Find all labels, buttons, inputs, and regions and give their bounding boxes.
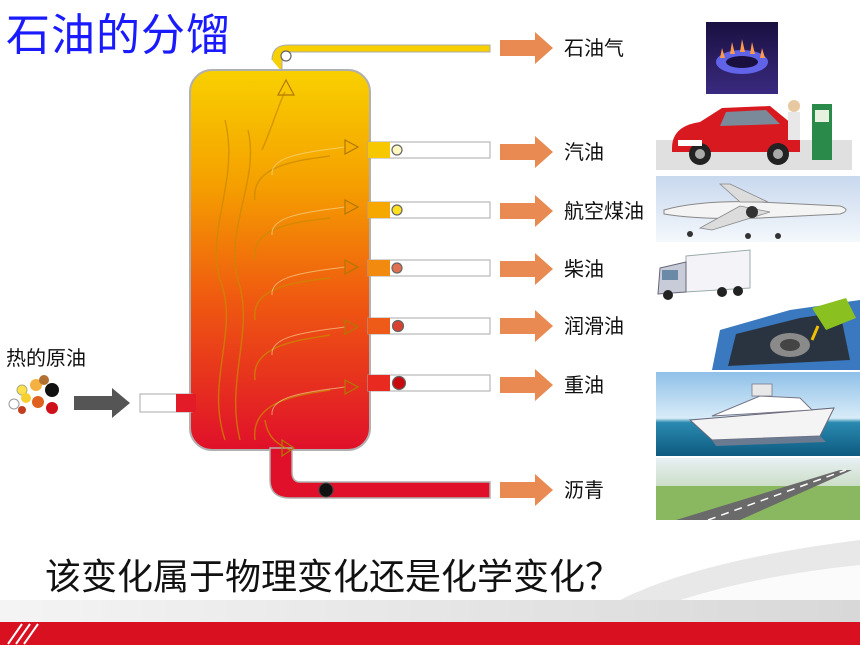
- output-label-runhua: 润滑油: [564, 314, 624, 338]
- arrow-zhongyou: [500, 369, 553, 401]
- output-label-chaiyou: 柴油: [564, 257, 604, 281]
- arrow-qiyou: [500, 136, 553, 168]
- footer-decoration: [0, 540, 860, 645]
- car-refueling-photo: [656, 100, 852, 170]
- road-photo: [656, 458, 860, 521]
- airplane-photo: [656, 176, 860, 242]
- gas-flame-photo: [706, 22, 778, 94]
- input-label: 热的原油: [6, 346, 86, 370]
- feed-arrow: [74, 388, 130, 418]
- arrow-shiyouqi: [500, 32, 553, 64]
- side-draw-pipes: [280, 50, 491, 498]
- ship-photo: [656, 372, 860, 456]
- question-text: 该变化属于物理变化还是化学变化？: [45, 557, 622, 598]
- arrow-runhua: [500, 310, 553, 342]
- car-engine-oil-photo: [700, 298, 860, 370]
- slide-title: 石油的分馏: [6, 10, 231, 61]
- output-label-liqing: 沥青: [564, 478, 604, 502]
- output-label-zhongyou: 重油: [564, 373, 604, 397]
- output-label-qiyou: 汽油: [564, 140, 604, 164]
- output-label-hangkong: 航空煤油: [564, 199, 644, 223]
- distillation-column: [139, 44, 491, 499]
- arrow-hangkong: [500, 195, 553, 227]
- output-arrows: [500, 32, 553, 506]
- output-label-shiyouqi: 石油气: [564, 36, 624, 60]
- truck-photo: [656, 244, 756, 300]
- crude-oil-droplets: [8, 375, 59, 414]
- arrow-chaiyou: [500, 253, 553, 285]
- arrow-liqing: [500, 474, 553, 506]
